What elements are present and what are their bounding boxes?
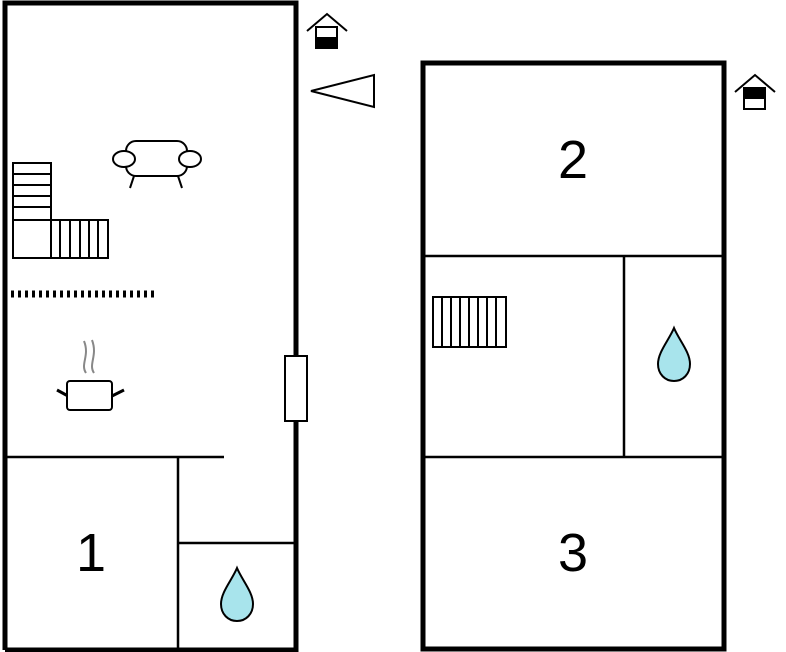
- upper-floor: 2 3: [420, 60, 776, 652]
- bathroom-water-drop-icon: [656, 325, 692, 383]
- room-3-label: 3: [558, 523, 588, 583]
- staircase-icon: [12, 162, 109, 259]
- door-icon: [284, 355, 308, 422]
- ground-floor-outer-wall: [2, 0, 299, 652]
- sofa-icon: [112, 140, 202, 189]
- cooking-pot-icon: [56, 339, 125, 411]
- room-2-label: 2: [558, 130, 588, 190]
- house-entrance-icon: [306, 12, 348, 49]
- room-1-label: 1: [76, 523, 106, 583]
- house-entrance-icon: [734, 73, 776, 110]
- entrance-arrow-icon: [310, 73, 375, 109]
- ground-floor: 1: [2, 0, 375, 652]
- staircase-icon: [432, 296, 507, 348]
- upper-floor-outer-wall: [420, 60, 727, 652]
- bathroom-water-drop-icon: [219, 565, 255, 623]
